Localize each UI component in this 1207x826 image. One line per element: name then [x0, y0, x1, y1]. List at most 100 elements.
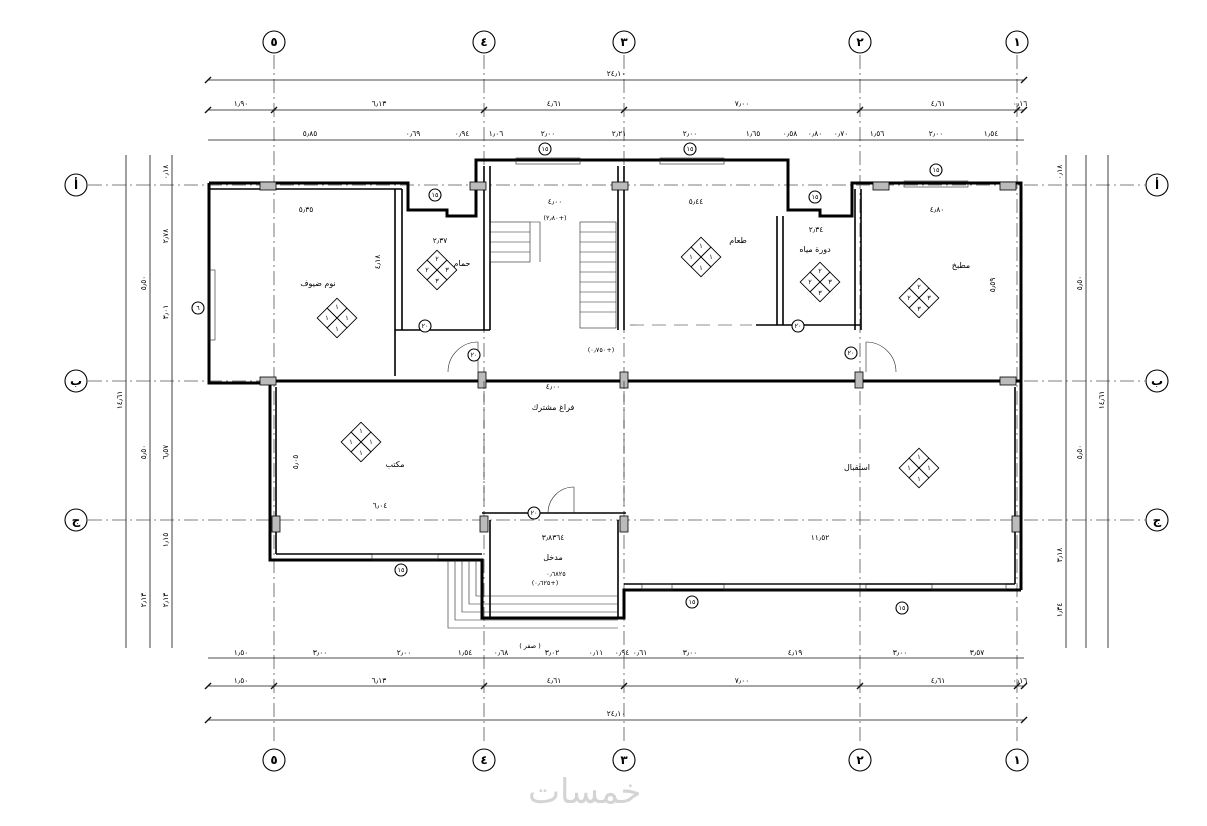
dim-bottom-axis-5: ٤٫٦١ [931, 676, 946, 685]
dim-top-detail-12: ١٫٥٦ [870, 129, 885, 138]
dim-top-axis-2: ٦٫١٣ [372, 99, 387, 108]
grid-label-5-bottom: ٥ [270, 753, 277, 767]
svg-text:٦٫٠٤: ٦٫٠٤ [373, 501, 388, 510]
svg-text:٢٠: ٢٠ [848, 349, 855, 357]
dim-top-detail-3: ٠٫٩٤ [455, 129, 470, 138]
dim-top-detail-8: ١٫٦٥ [746, 129, 761, 138]
dim-top-overall: ٢٤٫١٠ [607, 69, 626, 78]
svg-text:١٥: ١٥ [899, 604, 906, 612]
vertical-grid-lines [273, 55, 1018, 742]
dim-left-detail-6: ٢٫١٣ [161, 593, 170, 608]
outside-level: ( صفر ) [519, 642, 541, 650]
dim-bottom-axis-3: ٤٫٦١ [547, 676, 562, 685]
dim-bottom-detail-2: ٣٫٠٠ [313, 648, 328, 657]
dim-bottom-axis-2: ٦٫١٣ [372, 676, 387, 685]
room-label-bath1: حمام [454, 259, 471, 268]
svg-text:٣: ٣ [445, 266, 449, 274]
room-label-dining: طعام [729, 236, 747, 245]
dim-left-detail-4: ٦٫٥٧ [161, 445, 170, 460]
watermark-logo: خمسات [528, 772, 642, 812]
dim-right-detail-3: ١٫٣٤ [1055, 603, 1064, 618]
room-label-entrance: مدخل [543, 553, 563, 562]
grid-label-b-right: ب [1151, 374, 1163, 388]
svg-text:٥٫٣٥: ٥٫٣٥ [299, 205, 314, 214]
dim-left-overall: ١٤٫٦١ [115, 391, 124, 410]
columns [259, 181, 1021, 533]
svg-text:٢٫٣٧: ٢٫٣٧ [433, 236, 448, 245]
grid-label-2-top: ٢ [856, 35, 864, 49]
dim-left-detail-2: ٢٫٧٨ [161, 229, 170, 244]
svg-text:٢٠: ٢٠ [795, 322, 802, 330]
dim-top-detail-11: ٠٫٧٠ [834, 129, 849, 138]
svg-text:١: ١ [917, 453, 921, 461]
grid-label-c-left: ج [72, 513, 81, 527]
dim-right-part-1: ٥٫٥٠ [1075, 276, 1084, 291]
svg-text:١٥: ١٥ [689, 598, 696, 606]
dim-bottom-detail-9: ٠٫٦١ [633, 648, 648, 657]
dim-top-axis-4: ٧٫٠٠ [735, 99, 750, 108]
svg-text:٢٠: ٢٠ [471, 351, 478, 359]
svg-text:٣: ٣ [818, 289, 822, 297]
grid-label-a-right: أ [1155, 177, 1159, 192]
svg-text:٢: ٢ [435, 255, 439, 263]
tile-symbols: ١ ١ ١ ١ ٢ ٢ ٣ ٣ ١ ١ ١ ١ [316, 236, 940, 489]
dim-top-detail-5: ٢٫٠٠ [541, 129, 556, 138]
svg-text:٢٠: ٢٠ [531, 509, 538, 517]
svg-text:١٥: ١٥ [933, 166, 940, 174]
dim-left-detail-3: ٣٫٠١ [161, 305, 170, 320]
dim-right-overall: ١٤٫٦١ [1097, 391, 1106, 410]
svg-text:٦: ٦ [196, 304, 200, 312]
dim-top-axis-3: ٤٫٦١ [547, 99, 562, 108]
svg-text:٥٫٥٩: ٥٫٥٩ [988, 278, 997, 293]
room-dimensions: ٥٫٣٥ ٤٫١٨ ٥٫٤٤ ٤٫٨٠ ٥٫٥٩ ٤٫٠٠ ٥٫٠٥ ٦٫٠٤ … [291, 197, 997, 542]
entrance-level: (٠٫٦٢٥+) [532, 579, 559, 587]
dim-bottom-overall: ٢٤٫١٠ [607, 709, 626, 718]
dim-left-detail-5: ١٫١٥ [161, 533, 170, 548]
svg-text:٢٫٣٤: ٢٫٣٤ [809, 225, 824, 234]
interior-walls [209, 166, 1021, 585]
grid-bubbles-bottom: ٥ ٤ ٣ ٢ ١ [262, 748, 1029, 772]
dim-bottom-detail-8: ٠٫٩٤ [615, 648, 630, 657]
windows [208, 157, 1007, 591]
right-dimensions: ١٤٫٦١ ٥٫٥٠ ٥٫٥٠ ٠٫١٨ ٣٫١٨ ١٫٣٤ [1055, 155, 1109, 648]
room-label-hall: فراغ مشترك [532, 403, 575, 412]
svg-text:٥٫٠٥: ٥٫٠٥ [291, 455, 300, 470]
room-label-office: مكتب [386, 460, 405, 469]
svg-text:٢: ٢ [907, 294, 911, 302]
room-label-reception: استقبال [844, 463, 870, 472]
svg-text:١: ١ [917, 475, 921, 483]
svg-text:١: ١ [699, 242, 703, 250]
entrance-steps: ٠٫٦٨٢٥ (٠٫٦٢٥+) ( صفر ) [447, 560, 618, 650]
bottom-dimensions: ١٫٥٠ ٣٫٠٠ ٢٫٠٠ ١٫٥٤ ٠٫٦٨ ٣٫٠٢ ٠٫١١ ٠٫٩٤ … [204, 648, 1028, 724]
svg-text:١١٫٥٢: ١١٫٥٢ [811, 533, 830, 542]
grid-bubbles-top: ٥ ٤ ٣ ٢ ١ [262, 30, 1029, 54]
dim-top-detail-7: ٢٫٠٠ [683, 129, 698, 138]
grid-label-4-bottom: ٤ [480, 753, 487, 767]
svg-text:١: ١ [325, 314, 329, 322]
svg-text:٤٫٠٠: ٤٫٠٠ [548, 197, 563, 206]
dim-left-part-2: ٥٫٥٠ [139, 445, 148, 460]
svg-text:١: ١ [335, 303, 339, 311]
grid-label-2-bottom: ٢ [856, 753, 864, 767]
svg-text:١٥: ١٥ [398, 566, 405, 574]
svg-text:٢٠: ٢٠ [422, 322, 429, 330]
dim-bottom-detail-1: ١٫٥٠ [234, 648, 249, 657]
grid-label-1-bottom: ١ [1013, 753, 1020, 767]
marker-tags: ١٥ ١٥ ١٥ ١٥ ١٥ ٦ ٢٠ ٢٠ ٢٠ ٢٠ ٢٠ ١٥ ١٥ ١٥ [191, 142, 943, 615]
svg-text:١: ١ [359, 427, 363, 435]
svg-text:١٥: ١٥ [687, 145, 694, 153]
dim-bottom-axis-1: ١٫٥٠ [234, 676, 249, 685]
svg-text:٣: ٣ [435, 277, 439, 285]
dim-bottom-detail-7: ٠٫١١ [589, 648, 604, 657]
dim-left-part-3: ٢٫١٣ [139, 593, 148, 608]
grid-label-3-top: ٣ [620, 35, 628, 49]
grid-label-4-top: ٤ [480, 35, 487, 49]
svg-text:٢: ٢ [917, 283, 921, 291]
dim-left-detail-1: ٠٫١٨ [161, 165, 170, 180]
dim-top-detail-1: ٥٫٨٥ [303, 129, 318, 138]
grid-label-3-bottom: ٣ [620, 753, 628, 767]
exterior-walls [207, 158, 1023, 620]
svg-text:١٥: ١٥ [432, 191, 439, 199]
svg-text:١: ١ [689, 253, 693, 261]
doors [447, 341, 897, 514]
